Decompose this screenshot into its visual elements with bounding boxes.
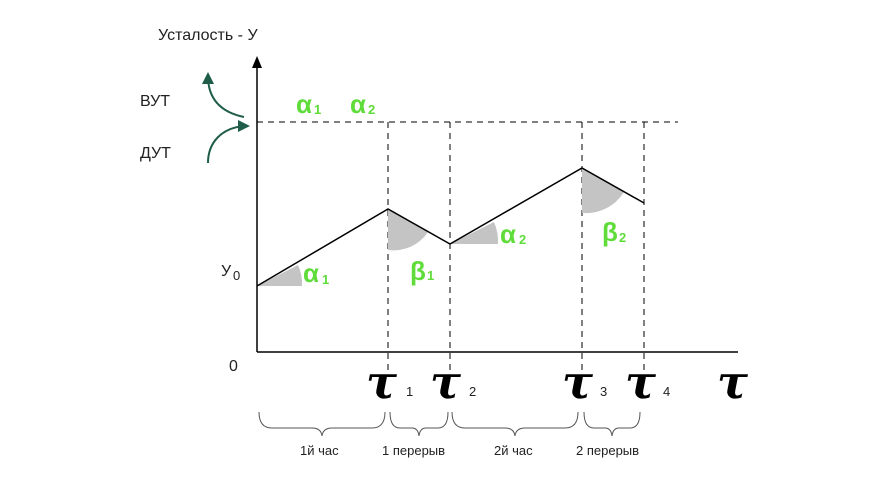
- tau3-label: τ: [562, 355, 593, 409]
- y-axis-arrowhead: [252, 56, 262, 68]
- tau4-sub: 4: [663, 384, 670, 399]
- brace-period-3: [451, 411, 579, 437]
- angle-sector-alpha1: [257, 265, 303, 286]
- brace-period-4: [583, 411, 641, 437]
- high-level-label: ВУТ: [140, 93, 170, 110]
- arrow-up-icon-head: [202, 72, 214, 84]
- period-label-2: 1 перерыв: [382, 443, 445, 458]
- origin-label: 0: [229, 358, 238, 375]
- tau-axis-label: τ: [717, 355, 748, 409]
- beta2-sub: 2: [619, 230, 626, 245]
- y-axis-title: Усталость - У: [158, 27, 258, 44]
- alpha1-angle-label: α: [303, 258, 319, 288]
- alpha1-top-sub: 1: [314, 102, 321, 117]
- fatigue-curve: [256, 167, 645, 287]
- y0-subscript: 0: [233, 268, 240, 283]
- alpha1-angle-sub: 1: [322, 272, 329, 287]
- period-label-4: 2 перерыв: [576, 443, 639, 458]
- arrow-up-icon: [207, 75, 245, 118]
- brace-period-2: [389, 411, 449, 437]
- brace-period-1: [258, 411, 386, 437]
- alpha2-top-label: α: [350, 89, 366, 119]
- tau1-label: τ: [366, 355, 397, 409]
- alpha2-top-sub: 2: [368, 102, 375, 117]
- period-label-3: 2й час: [494, 443, 533, 458]
- low-level-label: ДУТ: [140, 145, 171, 162]
- angle-sector-beta1: [388, 209, 428, 251]
- arrow-right-icon-head: [238, 120, 250, 132]
- tau1-sub: 1: [406, 384, 413, 399]
- angle-sector-beta2: [582, 168, 624, 214]
- beta1-sub: 1: [427, 268, 434, 283]
- angle-sector-alpha2: [450, 222, 499, 244]
- alpha2-angle-sub: 2: [519, 232, 526, 247]
- tau4-label: τ: [625, 355, 656, 409]
- tau3-sub: 3: [600, 384, 607, 399]
- tau2-label: τ: [430, 355, 461, 409]
- beta1-label: β: [410, 256, 426, 286]
- alpha2-angle-label: α: [500, 219, 516, 249]
- tau2-sub: 2: [469, 384, 476, 399]
- alpha1-top-label: α: [296, 89, 312, 119]
- beta2-label: β: [602, 217, 618, 247]
- period-label-1: 1й час: [300, 443, 339, 458]
- y0-label: У: [221, 263, 232, 280]
